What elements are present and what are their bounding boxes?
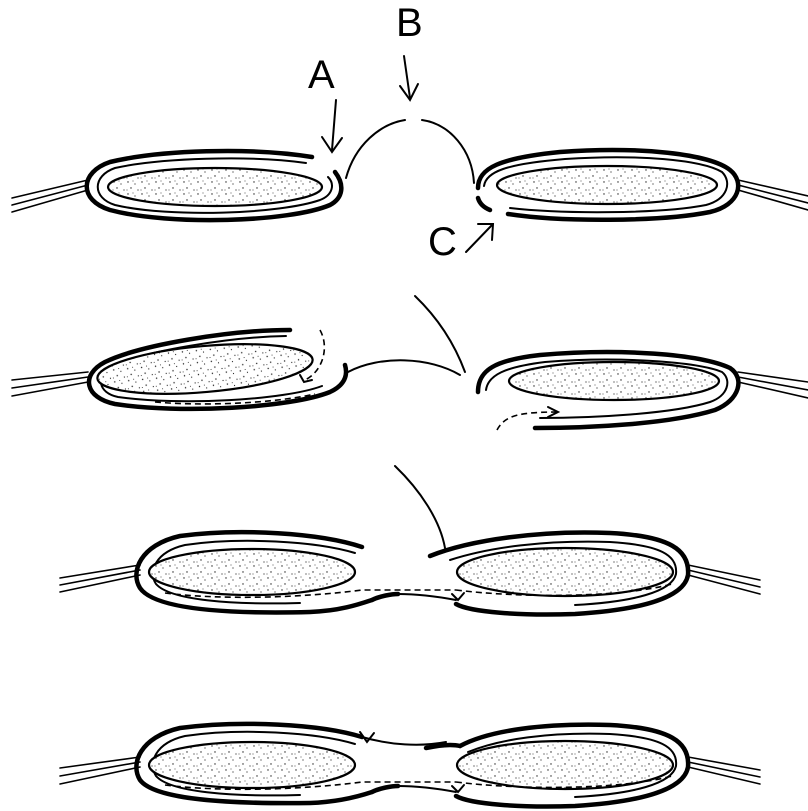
stage-4-top-marker: [359, 731, 375, 744]
stage-2-right-flagella: [737, 371, 808, 399]
stage-1: A B C: [11, 1, 808, 264]
stage-4-right-flagella: [687, 756, 761, 785]
stage-1-fusion-bridge: [345, 119, 406, 179]
stage-3-left-flagella: [59, 564, 141, 593]
stage-4-left-flagella: [59, 756, 141, 785]
stage-2-fusion-bridge: [347, 359, 461, 376]
stage-2-left-flagella: [11, 371, 89, 397]
stage-3: [59, 465, 761, 617]
stage-4-bridge-top: [361, 736, 447, 746]
stage-1-right-cell: [475, 147, 741, 223]
label-b: B: [396, 1, 423, 45]
stage-3-bridge-bottom: [397, 593, 457, 601]
label-a: A: [308, 53, 335, 97]
stage-4-bridge-bottom: [397, 785, 457, 793]
stage-1-left-cell: [84, 148, 344, 223]
stage-3-torn-membrane: [394, 465, 446, 549]
label-c: C: [428, 220, 457, 264]
stage-1-fusion-bridge-right: [421, 119, 475, 184]
stage-1-right-flagella: [737, 179, 808, 211]
stage-3-left-cell: [134, 529, 456, 615]
stage-2: [11, 295, 808, 431]
stage-3-right-flagella: [687, 564, 761, 595]
stage-4-right-cell: [451, 722, 691, 809]
stage-4: [59, 721, 761, 809]
stage-4-bottom-marker: [451, 784, 465, 794]
arrow-c: [465, 223, 495, 253]
stage-2-left-cell: [86, 327, 349, 412]
stage-2-right-cell: [475, 349, 741, 431]
stage-3-bridge-bottom-left: [369, 591, 401, 603]
stage-2-torn-membrane: [414, 295, 466, 373]
arrow-b: [399, 55, 419, 102]
arrow-a: [321, 99, 343, 154]
stage-4-left-cell: [134, 721, 456, 806]
stage-1-left-flagella: [11, 179, 89, 213]
stage-4-bridge-bottom-left: [369, 783, 401, 795]
stage-3-right-cell: [427, 530, 691, 617]
stage-4-bridge-top-right: [423, 742, 463, 751]
